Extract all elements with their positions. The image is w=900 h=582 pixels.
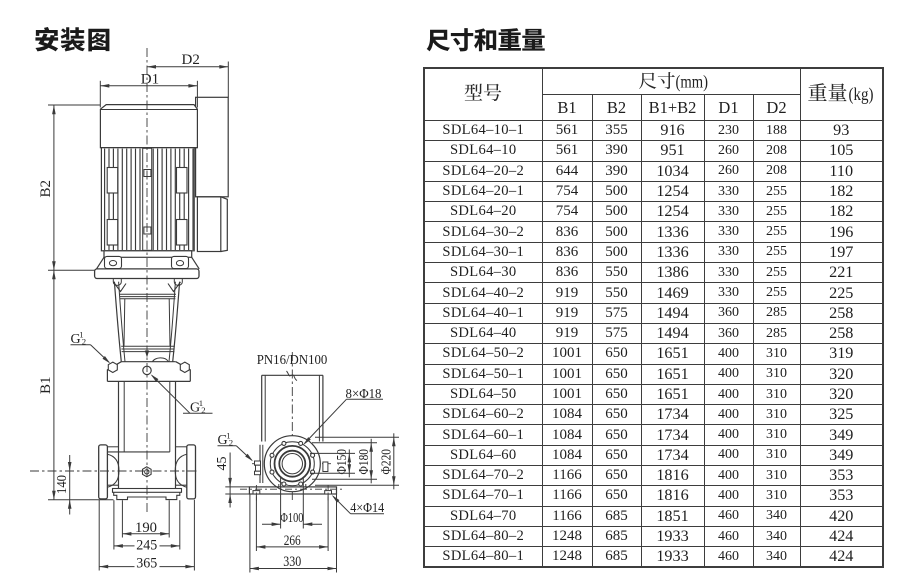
svg-text:45: 45 [215, 457, 230, 471]
svg-text:D1: D1 [141, 71, 159, 87]
svg-text:B2: B2 [38, 180, 54, 198]
svg-text:PN16/DN100: PN16/DN100 [257, 352, 328, 367]
svg-text:190: 190 [135, 520, 157, 536]
svg-text:G: G [190, 401, 200, 416]
svg-text:(mm): (mm) [676, 72, 709, 92]
svg-text:Φ180: Φ180 [357, 449, 372, 475]
svg-text:B1: B1 [38, 376, 54, 394]
svg-text:365: 365 [136, 555, 157, 571]
svg-text:2: 2 [82, 336, 86, 346]
svg-text:330: 330 [283, 554, 301, 570]
svg-text:245: 245 [136, 538, 157, 554]
svg-text:Φ100: Φ100 [280, 510, 303, 525]
svg-text:1: 1 [79, 330, 83, 340]
svg-text:2: 2 [229, 437, 233, 447]
svg-text:D2: D2 [182, 52, 200, 68]
svg-text:2: 2 [201, 405, 205, 415]
svg-text:1: 1 [199, 398, 203, 408]
svg-text:8×Φ18: 8×Φ18 [346, 386, 382, 401]
svg-text:G: G [71, 332, 81, 347]
svg-text:1: 1 [226, 431, 230, 441]
svg-text:Φ150: Φ150 [335, 449, 350, 475]
svg-text:266: 266 [284, 533, 301, 549]
svg-text:Φ220: Φ220 [380, 449, 395, 475]
svg-text:4×Φ14: 4×Φ14 [350, 500, 384, 515]
svg-text:G: G [218, 433, 228, 448]
svg-text:(kg): (kg) [849, 84, 874, 105]
svg-text:140: 140 [55, 475, 70, 494]
